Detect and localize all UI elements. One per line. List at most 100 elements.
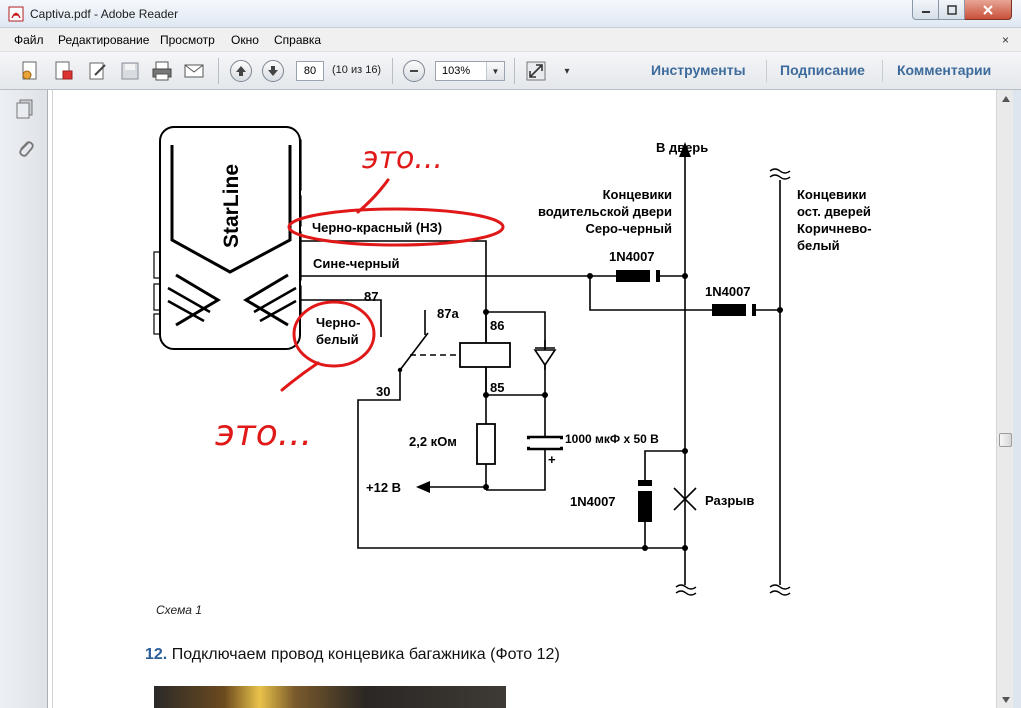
comment-pane-button[interactable]: Комментарии — [897, 62, 992, 78]
menu-edit[interactable]: Редактирование — [58, 33, 150, 47]
menu-window[interactable]: Окно — [231, 33, 259, 47]
label-pin-87: 87 — [364, 289, 378, 304]
arrow-up-icon — [230, 60, 252, 82]
maximize-icon — [946, 4, 957, 15]
zoom-value: 103% — [442, 65, 471, 77]
envelope-icon — [184, 64, 204, 78]
close-button[interactable] — [965, 0, 1012, 20]
edit-pdf-icon — [55, 61, 73, 80]
save-button[interactable] — [116, 57, 144, 85]
previous-page-button[interactable] — [227, 57, 255, 85]
label-driver-switch-2: водительской двери — [538, 204, 672, 219]
title-bar: Captiva.pdf - Adobe Reader — [0, 0, 1021, 28]
window-title: Captiva.pdf - Adobe Reader — [30, 7, 179, 21]
label-pin-85: 85 — [490, 380, 504, 395]
navigation-pane — [0, 90, 48, 708]
label-driver-switch-1: Концевики — [603, 187, 672, 202]
page-number-input[interactable]: 80 — [296, 61, 324, 81]
edit-pdf-button[interactable] — [50, 57, 78, 85]
label-black-red-wire: Черно-красный (НЗ) — [312, 220, 442, 235]
step-paragraph: 12. Подключаем провод концевика багажник… — [145, 646, 560, 664]
scroll-down-button[interactable] — [997, 691, 1014, 708]
label-black-white-wire-1: Черно- — [316, 315, 360, 330]
toolbar-separator — [514, 58, 515, 84]
menu-view[interactable]: Просмотр — [160, 33, 215, 47]
toolbar-separator — [218, 58, 219, 84]
label-capacitor-plus: + — [548, 452, 556, 467]
minimize-icon — [921, 10, 930, 13]
step-number: 12. — [145, 646, 168, 663]
close-document-button[interactable]: × — [1001, 33, 1009, 47]
scroll-thumb[interactable] — [999, 433, 1012, 447]
toolbar-separator — [392, 58, 393, 84]
menu-file[interactable]: Файл — [14, 33, 44, 47]
module-brand: StarLine — [220, 164, 243, 248]
label-rear-switch-4: белый — [797, 238, 840, 253]
zoom-out-button[interactable] — [400, 57, 428, 85]
pen-icon — [89, 62, 106, 80]
wiring-diagram: StarLine — [153, 126, 872, 596]
toolbar: 80 (10 из 16) 103% ▼ ▾ Инструменты Подпи… — [0, 52, 1021, 90]
label-rear-switch-2: ост. дверей — [797, 204, 871, 219]
chevron-down-icon[interactable]: ▼ — [486, 62, 504, 80]
label-break: Разрыв — [705, 493, 754, 508]
label-diode-1: 1N4007 — [609, 249, 655, 264]
red-annotations — [280, 178, 505, 392]
fullscreen-button[interactable] — [522, 57, 550, 85]
toolbar-separator — [766, 60, 767, 82]
scroll-up-button[interactable] — [997, 90, 1014, 107]
label-driver-switch-3: Серо-черный — [586, 221, 673, 236]
expand-icon — [526, 61, 546, 81]
save-icon — [121, 62, 139, 80]
create-pdf-button[interactable] — [16, 57, 44, 85]
vertical-scrollbar[interactable] — [996, 90, 1013, 708]
label-resistor: 2,2 кОм — [409, 434, 457, 449]
adobe-reader-icon — [8, 6, 24, 22]
sign-button[interactable] — [84, 57, 112, 85]
page-count: (10 из 16) — [332, 64, 382, 76]
toolbar-more-button[interactable]: ▾ — [564, 65, 570, 77]
label-capacitor: 1000 мкФ х 50 В — [565, 432, 659, 446]
label-black-white-wire-2: белый — [316, 332, 359, 347]
page-edge — [52, 90, 53, 708]
photo-thumbnail — [154, 686, 506, 708]
label-pin-86: 86 — [490, 318, 504, 333]
label-to-door: В дверь — [656, 140, 708, 155]
paperclip-icon[interactable] — [14, 138, 36, 160]
maximize-button[interactable] — [939, 0, 965, 20]
arrow-down-icon — [1001, 696, 1010, 703]
sign-pane-button[interactable]: Подписание — [780, 62, 865, 78]
toolbar-separator — [882, 60, 883, 82]
label-rear-switch-3: Коричнево- — [797, 221, 872, 236]
print-button[interactable] — [148, 57, 176, 85]
label-pin-87a: 87a — [437, 306, 459, 321]
printer-icon — [152, 61, 172, 81]
minimize-button[interactable] — [912, 0, 939, 20]
arrow-down-icon — [262, 60, 284, 82]
menu-help[interactable]: Справка — [274, 33, 322, 47]
label-pin-30: 30 — [376, 384, 390, 399]
handwritten-note-1: это... — [362, 141, 443, 176]
email-button[interactable] — [180, 57, 208, 85]
label-diode-2: 1N4007 — [705, 284, 751, 299]
label-blue-black-wire: Сине-черный — [313, 256, 399, 271]
document-page: StarLine — [48, 90, 996, 708]
step-text: Подключаем провод концевика багажника (Ф… — [167, 646, 560, 663]
window-frame — [1013, 90, 1021, 708]
zoom-select[interactable]: 103% ▼ — [435, 61, 505, 81]
close-icon — [983, 4, 993, 15]
create-pdf-icon — [22, 61, 37, 80]
next-page-button[interactable] — [259, 57, 287, 85]
wire-black-red — [300, 240, 487, 490]
relay-coil — [459, 342, 511, 368]
label-supply: +12 В — [366, 480, 401, 495]
minus-icon — [403, 60, 425, 82]
label-diode-3: 1N4007 — [570, 494, 616, 509]
label-rear-switch-1: Концевики — [797, 187, 866, 202]
tools-pane-button[interactable]: Инструменты — [651, 62, 746, 78]
resistor — [476, 423, 496, 465]
menu-bar: Файл Редактирование Просмотр Окно Справк… — [0, 28, 1021, 52]
pages-icon[interactable] — [14, 98, 36, 120]
arrow-up-icon — [1001, 95, 1010, 102]
figure-caption: Схема 1 — [156, 603, 202, 617]
